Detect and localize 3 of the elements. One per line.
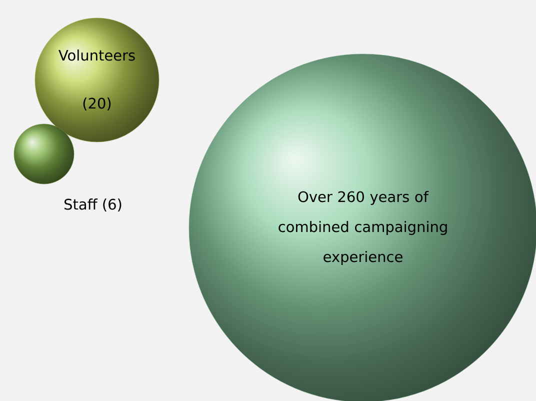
sphere: Volunteers (20) bbox=[34, 18, 160, 142]
small-sphere bbox=[14, 124, 74, 184]
sphere-caption: Staff (6) bbox=[64, 198, 122, 212]
